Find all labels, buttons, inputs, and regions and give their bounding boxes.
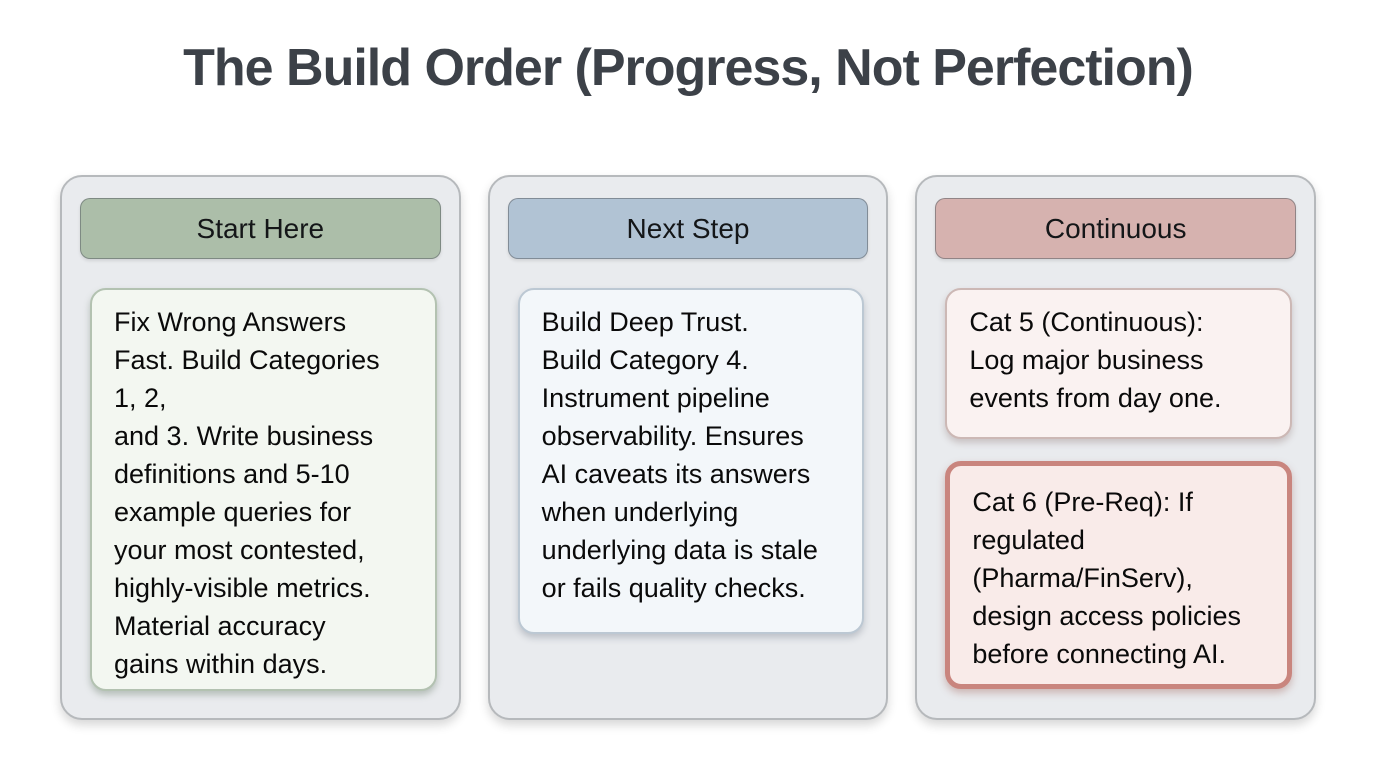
column-header-start-here: Start Here <box>80 198 441 259</box>
column-header-label: Next Step <box>626 212 750 244</box>
note-box-cat5-continuous: Cat 5 (Continuous): Log major business e… <box>945 288 1293 439</box>
note-box-start-here: Fix Wrong Answers Fast. Build Categories… <box>90 288 437 691</box>
note-box-cat6-prereq: Cat 6 (Pre-Req): If regulated (Pharma/Fi… <box>945 461 1293 689</box>
column-card-start-here: Start Here Fix Wrong Answers Fast. Build… <box>60 175 461 720</box>
column-header-label: Continuous <box>1044 212 1187 244</box>
build-order-board: Start Here Fix Wrong Answers Fast. Build… <box>60 175 1317 720</box>
column-header-next-step: Next Step <box>507 198 869 259</box>
page-title: The Build Order (Progress, Not Perfectio… <box>183 39 1194 97</box>
column-header-label: Start Here <box>196 212 325 244</box>
column-header-continuous: Continuous <box>935 198 1297 259</box>
note-box-next-step: Build Deep Trust. Build Category 4. Inst… <box>517 288 865 634</box>
column-card-next-step: Next Step Build Deep Trust. Build Catego… <box>487 175 889 720</box>
column-card-continuous: Continuous Cat 5 (Continuous): Log major… <box>915 175 1317 720</box>
